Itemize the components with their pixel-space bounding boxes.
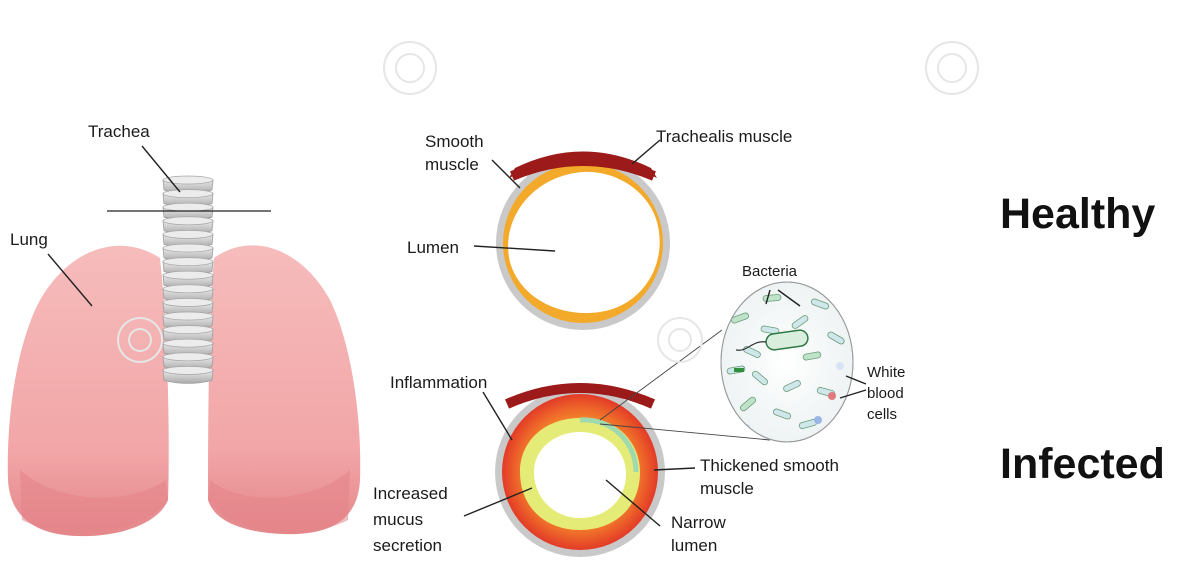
magnified-view-bubble xyxy=(721,282,853,442)
white-blood-cell xyxy=(836,362,844,370)
cartilage-ring-top xyxy=(163,190,213,198)
healthy-airway-cross-section xyxy=(496,152,670,331)
white-blood-cells-label-line3: cells xyxy=(867,405,897,425)
cartilage-ring-top xyxy=(163,298,213,306)
white-blood-cells-label-line1: White xyxy=(867,363,905,383)
bacteria-label: Bacteria xyxy=(742,262,797,282)
cartilage-ring-top xyxy=(163,326,213,334)
trachea-leader xyxy=(142,146,180,192)
infected-airway-cross-section xyxy=(495,387,665,557)
right-lung xyxy=(208,245,360,534)
bacterium xyxy=(763,294,781,302)
bacterium xyxy=(734,368,744,372)
left-lung xyxy=(8,246,169,536)
cartilage-ring-top xyxy=(163,271,213,279)
increased-mucus-label-line1: Increased xyxy=(373,482,448,505)
trachea-cartilage-rings xyxy=(163,176,213,383)
white-blood-cell xyxy=(814,416,822,424)
cartilage-ring-top xyxy=(163,244,213,252)
inflammation-label: Inflammation xyxy=(390,371,487,394)
healthy-state-title: Healthy xyxy=(1000,190,1155,238)
narrow-lumen-label-line1: Narrow xyxy=(671,511,726,534)
lung-label: Lung xyxy=(10,228,48,251)
white-blood-cell xyxy=(828,392,836,400)
infected-state-title: Infected xyxy=(1000,440,1165,488)
thickened-muscle-label-line2: muscle xyxy=(700,477,754,500)
trachea-label: Trachea xyxy=(88,120,150,143)
increased-mucus-label-line3: secretion xyxy=(373,534,442,557)
cartilage-ring-top xyxy=(163,203,213,211)
cartilage-ring-top xyxy=(163,312,213,320)
cartilage-ring-top xyxy=(163,339,213,347)
smooth-muscle-label-line1: Smooth xyxy=(425,130,484,153)
narrow-lumen-label-line2: lumen xyxy=(671,534,717,557)
trachealis-muscle-label: Trachealis muscle xyxy=(656,125,792,148)
cartilage-ring-top xyxy=(163,230,213,238)
smooth-muscle-label-line2: muscle xyxy=(425,153,479,176)
increased-mucus-label-line2: mucus xyxy=(373,508,423,531)
cartilage-ring-top xyxy=(163,353,213,361)
thickened-muscle-label-line1: Thickened smooth xyxy=(700,454,839,477)
white-blood-cells-label-line2: blood xyxy=(867,384,904,404)
lumen-label: Lumen xyxy=(407,236,459,259)
cartilage-ring-top xyxy=(163,217,213,225)
cartilage-ring-top xyxy=(163,285,213,293)
magnify-line-top xyxy=(600,330,722,420)
cartilage-ring-top xyxy=(163,366,213,374)
cartilage-ring-top xyxy=(163,258,213,266)
